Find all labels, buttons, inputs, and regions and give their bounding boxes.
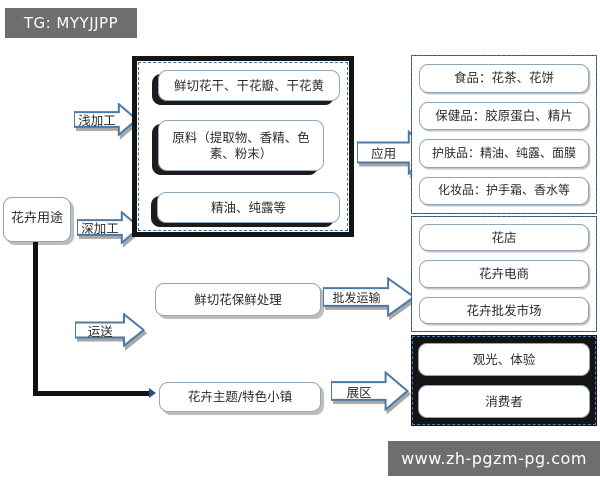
applications-group[interactable]: 食品：花茶、花饼 保健品：胶原蛋白、精片 护肤品：精油、纯露、面膜 化妆品：护手… xyxy=(411,55,597,214)
application-node-cosmetics[interactable]: 化妆品：护手霜、香水等 xyxy=(419,176,589,205)
processing-group[interactable]: 鲜切花干、干花瓣、干花黄 原料（提取物、香精、色素、粉末） 精油、纯露等 xyxy=(132,56,354,237)
sales-node-label: 花卉电商 xyxy=(478,266,529,282)
arrow-wholesale-transport-label: 批发运输 xyxy=(332,290,381,305)
sales-node-flower-shop[interactable]: 花店 xyxy=(419,224,589,252)
application-node-label: 护肤品：精油、纯露、面膜 xyxy=(431,145,576,160)
arrow-deep-processing[interactable]: 深加工 xyxy=(77,211,141,244)
arrow-wholesale-transport[interactable]: 批发运输 xyxy=(323,277,416,317)
watermark-badge: www.zh-pgzm-pg.com xyxy=(388,441,600,476)
right-block-arrow-icon xyxy=(331,371,409,411)
node-fresh-cut-preservation[interactable]: 鲜切花保鲜处理 xyxy=(155,283,321,316)
experience-node-label: 观光、体验 xyxy=(472,351,536,367)
right-block-arrow-icon xyxy=(323,277,416,317)
sales-node-wholesale-market[interactable]: 花卉批发市场 xyxy=(419,296,589,324)
arrow-application-label: 应用 xyxy=(371,146,397,161)
application-node-label: 食品：花茶、花饼 xyxy=(453,70,554,86)
application-node-label: 保健品：胶原蛋白、精片 xyxy=(435,107,573,123)
sales-node-label: 花店 xyxy=(491,229,517,245)
right-block-arrow-icon xyxy=(74,103,138,136)
node-flower-theme-town-label: 花卉主题/特色小镇 xyxy=(187,389,293,405)
processing-node-dried-flowers[interactable]: 鲜切花干、干花瓣、干花黄 xyxy=(158,70,340,101)
root-node-label: 花卉用途 xyxy=(10,211,63,227)
watermark-label: www.zh-pgzm-pg.com xyxy=(401,449,587,468)
arrow-shallow-processing-label: 浅加工 xyxy=(78,113,116,128)
connector-horizontal-line xyxy=(33,391,149,396)
arrow-transport-label: 运送 xyxy=(87,323,113,339)
application-node-food[interactable]: 食品：花茶、花饼 xyxy=(419,64,589,93)
root-node-flower-uses[interactable]: 花卉用途 xyxy=(3,197,71,242)
sales-node-label: 花卉批发市场 xyxy=(466,302,542,318)
node-flower-theme-town[interactable]: 花卉主题/特色小镇 xyxy=(159,382,321,412)
right-block-arrow-icon xyxy=(75,313,145,347)
experience-node-consumers[interactable]: 消费者 xyxy=(418,385,590,418)
right-block-arrow-icon xyxy=(77,211,141,244)
processing-node-label: 精油、纯露等 xyxy=(210,199,286,215)
experience-group[interactable]: 观光、体验 消费者 xyxy=(411,335,597,426)
arrow-deep-processing-label: 深加工 xyxy=(81,221,119,236)
processing-node-label: 原料（提取物、香精、色素、粉末） xyxy=(172,129,310,161)
connector-vertical-line xyxy=(33,242,38,393)
experience-node-label: 消费者 xyxy=(485,393,523,409)
arrow-shallow-processing[interactable]: 浅加工 xyxy=(74,103,138,136)
arrow-transport[interactable]: 运送 xyxy=(75,313,145,347)
sales-node-flower-ecommerce[interactable]: 花卉电商 xyxy=(419,260,589,288)
connector-arrowhead-icon xyxy=(149,388,156,398)
arrow-exhibition-label: 展区 xyxy=(346,384,372,400)
tg-badge: TG: MYYJJPP xyxy=(5,8,137,38)
experience-node-sightseeing[interactable]: 观光、体验 xyxy=(418,343,590,376)
node-fresh-cut-preservation-label: 鲜切花保鲜处理 xyxy=(194,291,282,307)
arrow-exhibition[interactable]: 展区 xyxy=(331,371,409,411)
processing-node-label: 鲜切花干、干花瓣、干花黄 xyxy=(173,77,324,93)
tg-badge-label: TG: MYYJJPP xyxy=(23,14,119,32)
sales-group[interactable]: 花店 花卉电商 花卉批发市场 xyxy=(411,216,597,332)
application-node-skincare[interactable]: 护肤品：精油、纯露、面膜 xyxy=(419,139,589,168)
processing-node-essential-oil[interactable]: 精油、纯露等 xyxy=(157,192,340,223)
processing-node-raw-materials[interactable]: 原料（提取物、香精、色素、粉末） xyxy=(158,120,324,171)
application-node-health-products[interactable]: 保健品：胶原蛋白、精片 xyxy=(419,101,589,130)
application-node-label: 化妆品：护手霜、香水等 xyxy=(437,183,570,198)
